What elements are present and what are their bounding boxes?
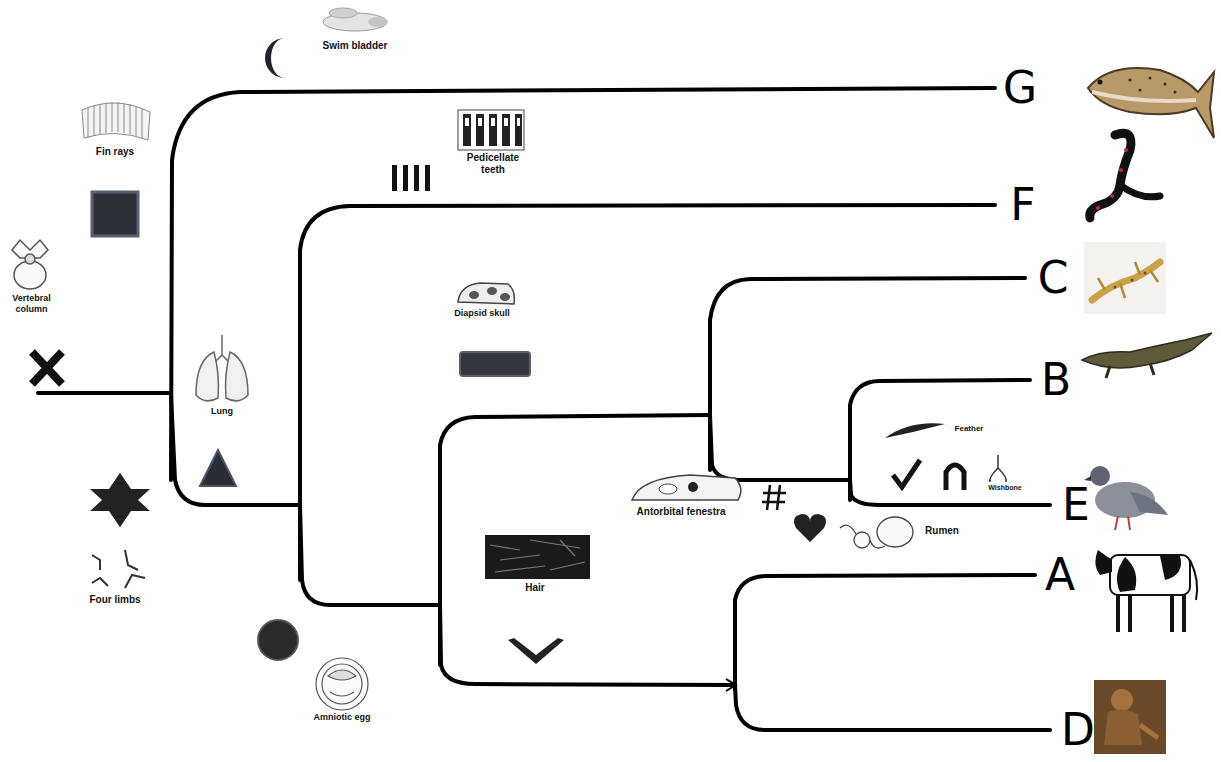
star-symbol: [90, 473, 150, 527]
trait-label: Lung: [200, 406, 244, 417]
lung-icon: [196, 335, 248, 401]
rumen-icon: [840, 517, 913, 548]
hash-symbol: [762, 485, 786, 510]
trait-label: Swim bladder: [315, 40, 395, 52]
taxon-letter: B: [1036, 356, 1076, 404]
trait-label: Pedicellate teeth: [455, 152, 531, 176]
rectangle-symbol: [460, 352, 530, 376]
four-limbs-icon: [92, 550, 145, 588]
amniotic-egg-icon: [316, 658, 368, 710]
pedicellate-teeth-icon: [458, 110, 524, 150]
antorbital-skull-icon: [632, 475, 741, 500]
taxon-letter: D: [1058, 706, 1098, 754]
trout-figure: [1088, 68, 1214, 138]
x-symbol: [32, 352, 62, 384]
fin-rays-icon: [82, 102, 150, 140]
heart-symbol: [794, 514, 826, 542]
trait-label: Four limbs: [75, 594, 155, 606]
trait-label: Hair: [510, 582, 560, 594]
triangle-symbol: [200, 450, 236, 486]
check-symbol: [893, 460, 920, 487]
taxon-letter: F: [1003, 181, 1043, 229]
trait-label: Diapsid skull: [450, 308, 514, 319]
trait-label: Vertebral column: [4, 293, 59, 315]
pigeon-figure: [1084, 466, 1168, 530]
taxon-letter: E: [1056, 481, 1096, 529]
moon-symbol: [265, 38, 285, 78]
tally-symbol: [392, 165, 430, 191]
wishbone-icon: [990, 455, 1007, 482]
square-symbol: [92, 192, 138, 236]
trait-label: Wishbone: [980, 483, 1030, 492]
feather-icon: [885, 423, 945, 438]
swim-bladder-icon: [323, 8, 388, 31]
trait-label: Antorbital fenestra: [636, 506, 726, 518]
salamander-figure: [1090, 133, 1160, 218]
tree-lines: [38, 88, 1050, 730]
chevron-symbol: [508, 638, 564, 664]
arch-symbol: [946, 465, 964, 490]
circle-symbol: [258, 620, 298, 660]
taxon-letter: A: [1040, 551, 1080, 599]
taxon-letter: G: [1000, 64, 1040, 112]
cow-figure: [1095, 550, 1197, 632]
crocodile-figure: [1082, 333, 1212, 378]
hair-icon: [485, 535, 590, 579]
trait-label: Amniotic egg: [312, 712, 372, 723]
human-figure: [1094, 680, 1166, 754]
taxon-letter: C: [1033, 254, 1073, 302]
trait-label: Feather: [945, 424, 993, 434]
arrow-tip: [726, 679, 736, 691]
gecko-figure: [1084, 242, 1166, 314]
diapsid-skull-icon: [458, 283, 514, 304]
trait-label: Fin rays: [85, 146, 145, 158]
vertebra-icon: [12, 240, 48, 289]
trait-label: Rumen: [918, 525, 966, 537]
